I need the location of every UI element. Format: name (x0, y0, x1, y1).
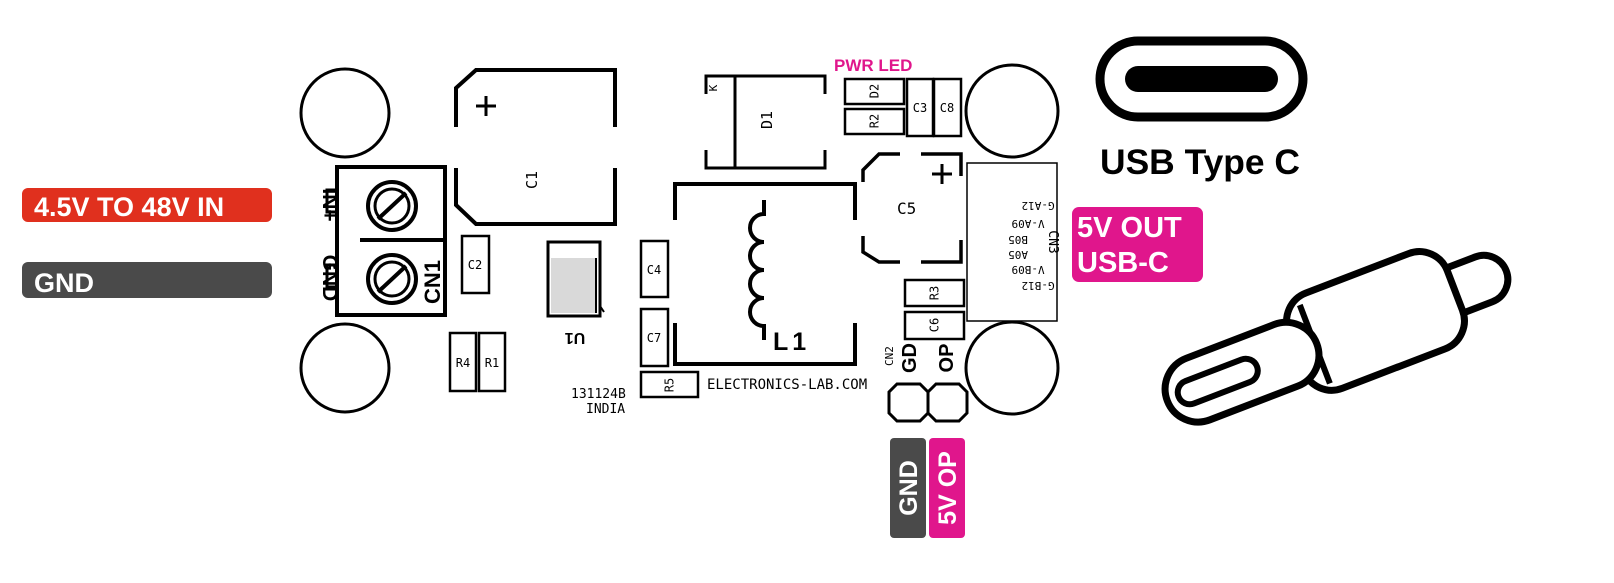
c3-silk: C3 (913, 101, 927, 115)
usb-pin-3: B05 (1008, 233, 1028, 246)
r3-silk: R3 (928, 286, 942, 300)
svg-text:4.5V TO 48V IN: 4.5V TO 48V IN (34, 192, 224, 222)
resistor-r3 (903, 278, 966, 308)
cn1-silk: CN1 (420, 260, 445, 304)
diode-d1 (704, 74, 827, 170)
gnd-silk: GND (318, 255, 341, 302)
c8-silk: C8 (940, 101, 954, 115)
capacitor-c4 (639, 239, 670, 299)
board-code: 131124B (571, 387, 626, 402)
svg-text:5V OP: 5V OP (934, 451, 962, 525)
usb-connector-cn3 (966, 162, 1058, 322)
bottom-gnd-label: GND (890, 438, 926, 538)
usb-pin-2: V-A09 (1011, 217, 1044, 230)
resistor-r5 (639, 370, 700, 399)
op-silk: OP (936, 344, 958, 373)
capacitor-c2 (460, 234, 491, 295)
svg-text:GND: GND (34, 268, 94, 298)
r4-silk: R4 (456, 356, 470, 370)
c1-silk: C1 (523, 171, 541, 189)
usb-pin-4: A05 (1008, 248, 1028, 261)
inductor-l1 (673, 182, 857, 366)
mounting-hole-top-left (299, 67, 391, 159)
c5-silk: C5 (897, 199, 916, 218)
cn2-silk: CN2 (883, 346, 896, 366)
d2-silk: D2 (868, 84, 882, 98)
capacitor-c6 (903, 310, 966, 341)
mounting-hole-bottom-right (964, 320, 1060, 416)
ic-u1 (546, 240, 605, 318)
d1-silk: D1 (758, 111, 776, 129)
terminal-block-cn1 (325, 165, 447, 317)
mounting-hole-bottom-left (299, 322, 391, 414)
c4-silk: C4 (647, 263, 661, 277)
svg-text:USB-C: USB-C (1077, 247, 1169, 279)
r5-silk: R5 (663, 378, 677, 392)
usb-pin-6: G-B12 (1021, 279, 1054, 292)
capacitor-c7 (639, 307, 670, 368)
capacitor-c1 (454, 68, 617, 226)
mounting-hole-top-right (964, 63, 1060, 159)
usb-c-plug-icon (1161, 248, 1512, 426)
resistor-r1 (477, 331, 507, 393)
led-d2 (843, 77, 906, 106)
d1-k-silk: K (707, 84, 720, 91)
gd-silk: GD (899, 343, 921, 373)
resistor-r2 (843, 107, 906, 136)
capacitor-c8 (932, 77, 963, 138)
c7-silk: C7 (647, 331, 661, 345)
cn3-silk: CN3 (1045, 230, 1060, 253)
bottom-5v-op-label: 5V OP (929, 438, 965, 538)
r1-silk: R1 (485, 356, 499, 370)
usb-pin-5: V-B09 (1011, 263, 1044, 276)
pwr-led-label: PWR LED (834, 56, 912, 75)
usb-c-port-icon (1095, 36, 1308, 122)
usb-type-c-title: USB Type C (1100, 143, 1300, 182)
capacitor-c5 (861, 152, 963, 264)
website-silk: ELECTRONICS-LAB.COM (707, 377, 867, 393)
resistor-r4 (448, 331, 478, 393)
board-country: INDIA (586, 402, 625, 417)
header-cn2 (887, 382, 969, 423)
svg-text:GND: GND (895, 460, 923, 516)
svg-text:5V OUT: 5V OUT (1077, 212, 1182, 244)
u1-silk: U1 (565, 329, 586, 346)
usb-pin-1: G-A12 (1021, 199, 1054, 212)
in-plus-silk: IN+ (318, 188, 341, 221)
c6-silk: C6 (928, 318, 942, 332)
usb-pin-labels: G-A12 V-A09 B05 A05 V-B09 G-B12 (1008, 199, 1055, 292)
gnd-label: GND (22, 262, 272, 298)
r2-silk: R2 (868, 114, 882, 128)
5v-out-usb-c-label: 5V OUT USB-C (1072, 207, 1203, 282)
c2-silk: C2 (468, 258, 482, 272)
l1-silk: L1 (773, 328, 810, 356)
vin-label: 4.5V TO 48V IN (22, 188, 272, 222)
